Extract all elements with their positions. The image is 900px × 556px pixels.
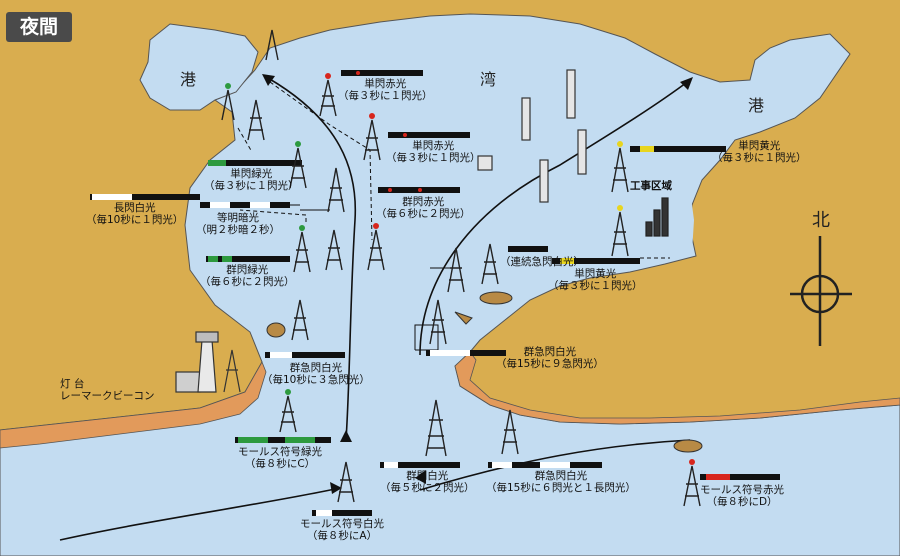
- light-label-isophase: 等明暗光（明２秒暗２秒）: [196, 212, 280, 236]
- compass-rose: [790, 236, 852, 346]
- light-label-yellow2: 単閃黄光（毎３秒に１閃光）: [548, 268, 643, 292]
- lighthouse-label: 灯 台 レーマークビーコン: [60, 378, 155, 402]
- night-mode-title: 夜間: [6, 12, 72, 42]
- light-label-green1: 単閃緑光（毎３秒に１閃光）: [204, 168, 299, 192]
- light-label-morse-white: モールス符号白光（毎８秒にA）: [300, 518, 384, 542]
- buoy-towers: [221, 29, 701, 507]
- light-label-yellow1: 単閃黄光（毎３秒に１閃光）: [712, 140, 807, 164]
- light-label-red1: 単閃赤光（毎３秒に１閃光）: [338, 78, 433, 102]
- light-label-red3: 群閃赤光（毎６秒に２閃光）: [376, 196, 471, 220]
- shore-right: [454, 351, 900, 425]
- light-label-white-long: 長閃白光（毎10秒に１閃光）: [86, 202, 184, 226]
- bay-label: 湾: [480, 70, 497, 89]
- north-label: 北: [812, 210, 830, 231]
- shore-left: [0, 361, 267, 449]
- light-label-green2: 群閃緑光（毎６秒に２閃光）: [200, 264, 295, 288]
- light-label-quick-white1: 群急閃白光（毎10秒に３急閃光）: [262, 362, 370, 386]
- lighthouse: [175, 331, 241, 393]
- channel-posts: [477, 69, 587, 203]
- light-label-group-white2: 群急閃白光（毎15秒に６閃光と１長閃光）: [486, 470, 636, 494]
- light-bars: [90, 70, 780, 516]
- light-label-morse-green: モールス符号緑光（毎８秒にC）: [238, 446, 322, 470]
- arrow-heads: [262, 74, 693, 494]
- light-label-continuous: （連続急閃白光）: [500, 256, 584, 268]
- light-label-quick-white2: 群急閃白光（毎15秒に９急閃光）: [496, 346, 604, 370]
- light-label-morse-red: モールス符号赤光（毎８秒にD）: [700, 484, 784, 508]
- rocks: [266, 291, 703, 453]
- light-label-group-white: 群閃白光（毎５秒に２閃光）: [380, 470, 475, 494]
- work-area-label: 工事区域: [630, 180, 672, 192]
- leader-lines: [237, 81, 670, 259]
- port-label-right: 港: [748, 96, 765, 115]
- port-label-left: 港: [180, 70, 197, 89]
- light-label-red2: 単閃赤光（毎３秒に１閃光）: [386, 140, 481, 164]
- work-structure: [645, 197, 669, 237]
